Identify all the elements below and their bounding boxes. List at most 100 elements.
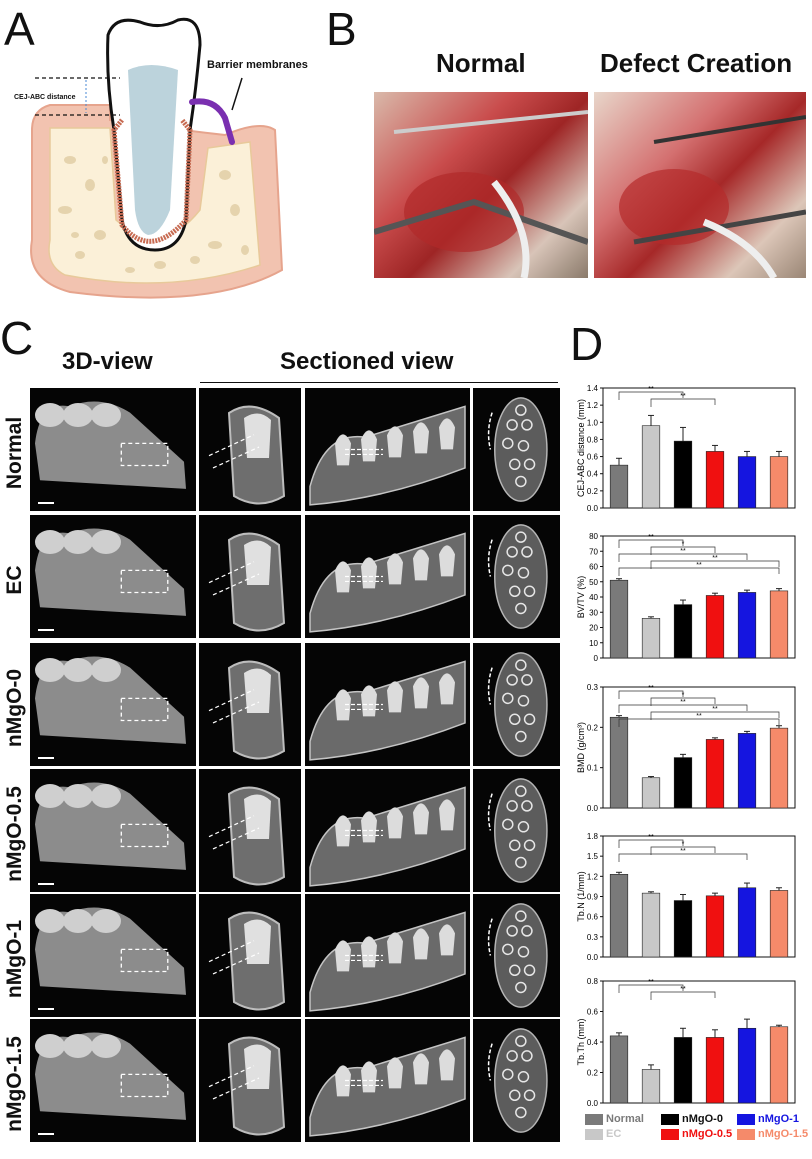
y-tick-label: 0.8 — [587, 435, 599, 444]
microct-image-3d — [30, 1019, 196, 1142]
significance-label: ** — [648, 386, 654, 393]
bar-chart-svg: 0.00.20.40.60.8Tb.Th (mm)**** — [576, 977, 796, 1107]
bar — [705, 595, 725, 659]
microct-image-tooth — [199, 515, 301, 638]
panel-label-d: D — [570, 318, 604, 370]
significance-label: ** — [680, 699, 686, 706]
significance-bracket — [650, 560, 780, 569]
cej-label: CEJ-ABC distance — [14, 94, 76, 101]
significance-label: * — [682, 692, 685, 699]
microct-image-cross — [473, 388, 560, 511]
legend-item: nMgO-1.5 — [737, 1128, 808, 1140]
significance-bracket — [650, 398, 716, 407]
legend-item: nMgO-0 — [661, 1113, 723, 1125]
y-tick-label: 1.4 — [587, 384, 599, 393]
y-tick-label: 50 — [589, 578, 598, 587]
significance-label: ** — [648, 685, 654, 692]
photo-title-defect: Defect Creation — [600, 48, 793, 78]
panel-label-a: A — [4, 3, 35, 55]
bar — [705, 1037, 725, 1104]
y-axis-label: Tb.Th (mm) — [576, 1019, 586, 1066]
microct-image-3d — [30, 643, 196, 766]
y-tick-label: 30 — [589, 608, 598, 617]
microct-image-tooth — [199, 769, 301, 892]
y-tick-label: 0 — [594, 654, 599, 662]
sectioned-title: Sectioned view — [280, 348, 454, 375]
y-tick-label: 0.2 — [587, 487, 599, 496]
legend-swatch — [661, 1113, 679, 1125]
microct-image-cross — [473, 894, 560, 1017]
significance-label: ** — [696, 562, 702, 569]
significance-label: ** — [712, 706, 718, 713]
microct-image-cross — [473, 515, 560, 638]
photo-title-normal: Normal — [436, 48, 526, 78]
microct-image-jaw — [305, 643, 470, 766]
microct-image-jaw — [305, 894, 470, 1017]
significance-label: * — [682, 841, 685, 848]
row-label-text: Normal — [3, 416, 26, 490]
y-tick-label: 0.6 — [587, 913, 599, 922]
row-label-text: nMgO-1.5 — [3, 1036, 26, 1132]
row-label-text: nMgO-0.5 — [3, 786, 26, 882]
membrane-label: Barrier membranes — [207, 59, 308, 71]
legend-swatch — [661, 1128, 679, 1140]
legend-swatch — [585, 1128, 603, 1140]
y-tick-label: 1.2 — [587, 401, 599, 410]
microct-image-tooth — [199, 388, 301, 511]
bar — [769, 1026, 789, 1104]
y-tick-label: 0.3 — [587, 933, 599, 942]
legend-label: Normal — [606, 1113, 644, 1125]
microct-image-cross — [473, 1019, 560, 1142]
microct-image-3d — [30, 515, 196, 638]
y-tick-label: 0.0 — [587, 804, 599, 812]
y-tick-label: 20 — [589, 624, 598, 633]
y-tick-label: 0.0 — [587, 504, 599, 512]
significance-label: ** — [696, 713, 702, 720]
significance-label: ** — [648, 834, 654, 841]
significance-bracket — [618, 853, 748, 862]
significance-label: ** — [712, 555, 718, 562]
bar — [737, 592, 757, 659]
y-tick-label: 0.6 — [587, 1008, 599, 1017]
significance-bracket — [650, 546, 716, 555]
y-tick-label: 0.8 — [587, 977, 599, 986]
significance-bracket — [618, 718, 780, 727]
sectioned-underline — [200, 382, 558, 383]
microct-image-jaw — [305, 1019, 470, 1142]
significance-bracket — [618, 839, 684, 848]
significance-label: ** — [680, 848, 686, 855]
y-tick-label: 80 — [589, 532, 598, 541]
bar — [641, 777, 661, 809]
surgery-photo-normal — [373, 92, 589, 279]
y-axis-label: CEJ-ABC distance (mm) — [576, 399, 586, 497]
bar — [609, 874, 629, 958]
significance-bracket — [650, 697, 716, 706]
y-tick-label: 0.4 — [587, 1038, 599, 1047]
bar — [609, 716, 629, 809]
bar — [641, 618, 661, 659]
y-axis-label: BV/TV (%) — [576, 576, 586, 619]
bar — [769, 890, 789, 958]
bar-chart-svg: 0.00.30.60.91.21.51.8Tb.N (1/mm)***** — [576, 832, 796, 961]
plot-frame — [602, 387, 796, 509]
panel-label-c: C — [0, 312, 34, 364]
bar — [641, 425, 661, 509]
bar — [705, 739, 725, 809]
significance-bracket — [618, 567, 780, 576]
bar — [737, 1027, 757, 1104]
row-label-text: nMgO-1 — [3, 919, 26, 999]
legend-label: nMgO-1.5 — [758, 1128, 809, 1140]
y-tick-label: 0.9 — [587, 893, 599, 902]
bar — [737, 887, 757, 958]
significance-bracket — [650, 846, 716, 855]
significance-label: ** — [648, 534, 654, 541]
significance-label: ** — [680, 986, 686, 993]
y-tick-label: 0.6 — [587, 453, 599, 462]
